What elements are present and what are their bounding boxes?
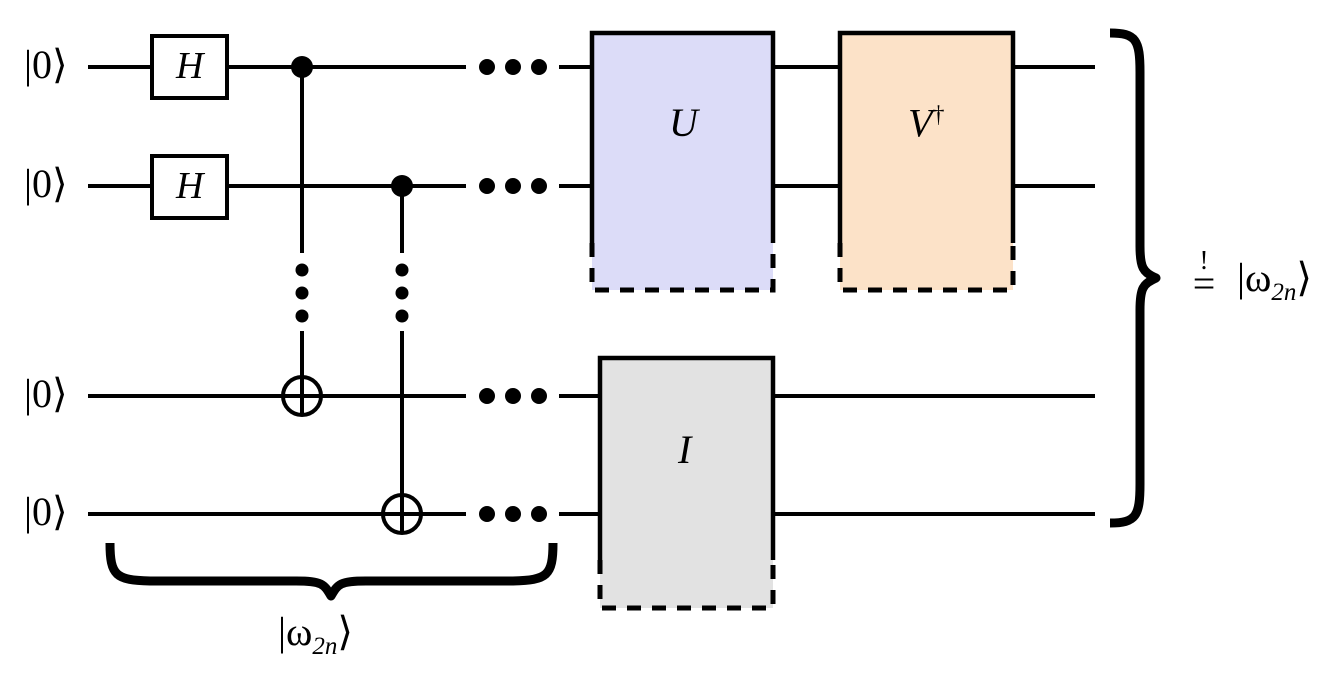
gate-block-u-dashed-outline: [589, 243, 776, 293]
vertical-ellipsis-dot: [395, 286, 409, 300]
hadamard-gate-q1-box: [150, 154, 229, 220]
cnot-gate-1: [281, 56, 323, 417]
gate-block-i-solid-outline: [597, 355, 776, 560]
gate-block-v-dagger: [837, 30, 1016, 293]
ellipsis-dot: [505, 388, 521, 404]
gate-block-u-fill: [592, 33, 773, 290]
bottom-brace-path: [105, 542, 558, 601]
ellipsis-dot: [531, 388, 547, 404]
vertical-ellipsis-dot: [395, 309, 409, 323]
hadamard-gate-q1-label: H: [176, 165, 204, 207]
gate-block-v-dagger-dashed-outline: [837, 243, 1016, 293]
hadamard-gate-q0-label: H: [176, 45, 204, 87]
bottom-brace-label-ket-close: ⟩: [337, 609, 353, 654]
right-brace-path: [1109, 28, 1161, 528]
right-brace: [1109, 28, 1161, 528]
vertical-ellipsis-dot: [295, 286, 309, 300]
qubit-init-label-q0: |0⟩: [24, 42, 68, 87]
gate-block-v-dagger-fill: [840, 33, 1013, 290]
qubit-init-label-q1: |0⟩: [24, 161, 68, 206]
vertical-ellipsis-dot: [295, 263, 309, 277]
gate-block-v-dagger-label: V†: [908, 103, 944, 143]
right-brace-label-subscript: 2n: [1271, 279, 1297, 306]
gate-block-u-solid-outline: [589, 30, 776, 243]
cnot-1-control-dot: [291, 56, 313, 78]
ellipsis-dot: [531, 506, 547, 522]
ellipsis-dot: [505, 178, 521, 194]
horizontal-ellipsis-row-q0: [479, 59, 547, 75]
gate-block-i-label: I: [678, 427, 692, 472]
right-brace-label-ket-close: ⟩: [1296, 255, 1312, 300]
gate-block-u-label: U: [669, 100, 698, 145]
hadamard-gate-q0-box: [150, 34, 229, 100]
gate-block-u: [589, 30, 776, 293]
hadamard-gates: [150, 34, 229, 220]
gate-block-i-fill: [600, 358, 773, 608]
gate-block-v-dagger-solid-outline: [837, 30, 1016, 243]
gate-block-i: [597, 355, 776, 611]
ellipsis-dot: [505, 59, 521, 75]
horizontal-ellipsis-row-q2: [479, 388, 547, 404]
bottom-brace-label-subscript: 2n: [312, 633, 338, 660]
ellipsis-dot: [479, 388, 495, 404]
cnot-2-control-dot: [391, 175, 413, 197]
vertical-ellipsis-dot: [395, 263, 409, 277]
ellipsis-dot: [479, 506, 495, 522]
qubit-init-label-q2: |0⟩: [24, 371, 68, 416]
bottom-brace-label: |ω2n⟩: [278, 609, 353, 660]
relation-bang-glyph: !: [1199, 245, 1209, 275]
ellipsis-dot: [531, 178, 547, 194]
ellipsis-dot: [531, 59, 547, 75]
bottom-brace-label-ket-open: |ω: [278, 609, 313, 654]
dagger-icon: †: [932, 102, 945, 128]
right-brace-label-ket-open: |ω: [1237, 255, 1272, 300]
ellipsis-dot: [505, 506, 521, 522]
cnot-gate-2: [381, 175, 423, 535]
ellipsis-dot: [479, 59, 495, 75]
vertical-ellipsis-dot: [295, 309, 309, 323]
bottom-brace: [105, 542, 558, 601]
right-brace-label: |ω2n⟩: [1237, 255, 1312, 306]
gate-block-i-dashed-outline: [597, 560, 776, 611]
ellipsis-dot: [479, 178, 495, 194]
qubit-init-label-q3: |0⟩: [24, 489, 68, 534]
gate-block-v-dagger-letter: V: [908, 100, 933, 146]
horizontal-ellipsis-row-q3: [479, 506, 547, 522]
relation-symbol-bang-equals: ! =: [1178, 245, 1230, 306]
relation-equals-glyph: =: [1192, 260, 1216, 306]
horizontal-ellipsis-row-q1: [479, 178, 547, 194]
